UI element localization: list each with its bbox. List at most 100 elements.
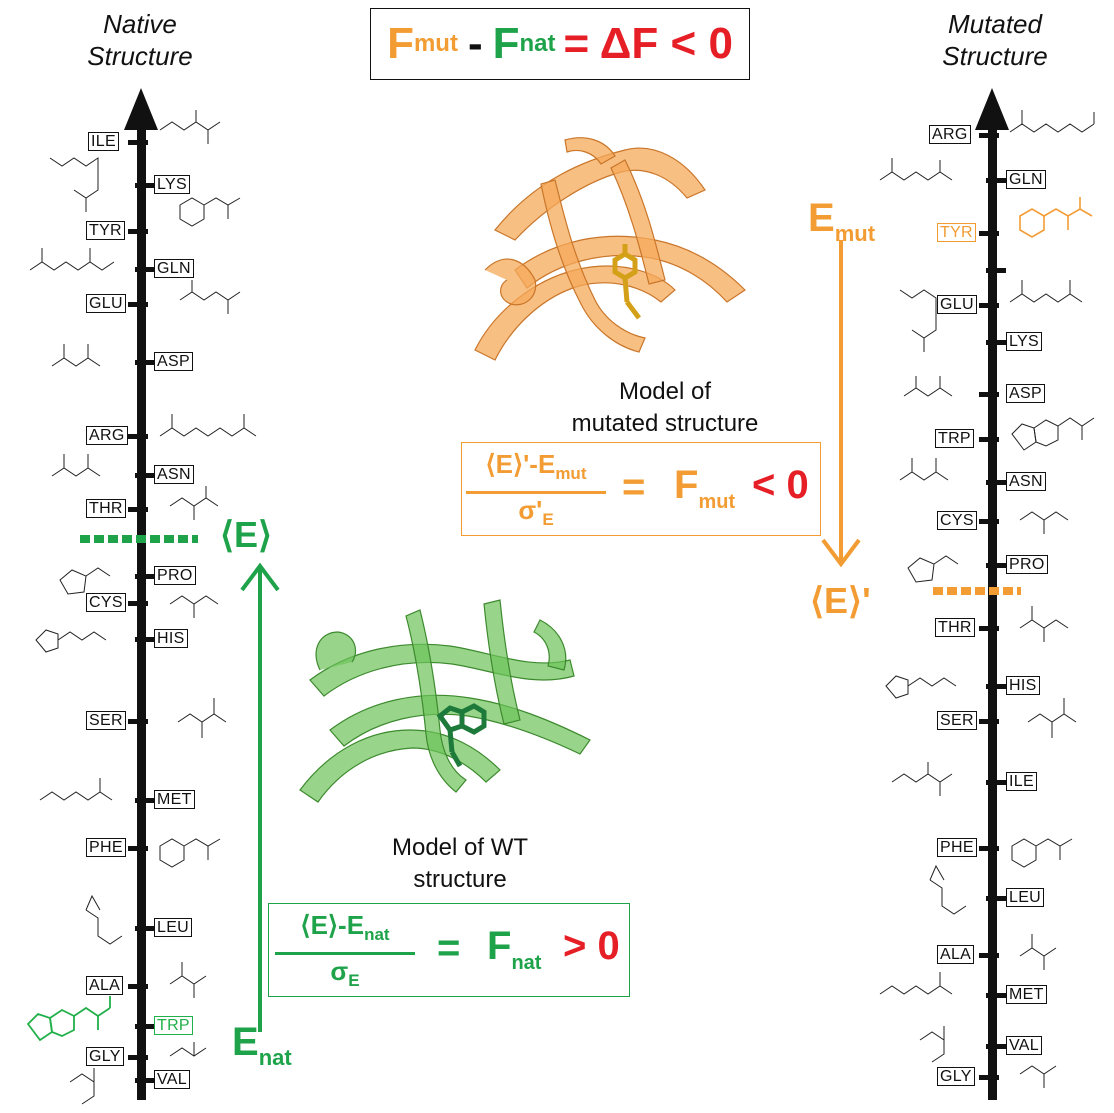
his-mut-structure-sketch (885, 675, 957, 699)
mutated-tick (979, 133, 999, 138)
tyr-structure-sketch (179, 197, 241, 227)
arg-structure-sketch (159, 414, 257, 437)
mut-formula-denominator-sub: E (542, 510, 554, 529)
e-nat-label: Enat (232, 1020, 292, 1071)
mutated-tick (979, 519, 999, 524)
mutated-caption-line1: Model of (618, 378, 712, 405)
native-tick (135, 926, 155, 931)
f-mut-subscript: mut (413, 30, 458, 57)
native-residue-cys: CYS (86, 593, 126, 612)
mutated-residue-tyr-highlighted: TYR (937, 223, 976, 242)
mutated-model-caption: Model of mutated structure (520, 376, 810, 440)
gln-structure-sketch (29, 248, 115, 271)
ile-mut-structure-sketch (891, 762, 953, 796)
mutated-residue-asp: ASP (1006, 384, 1045, 403)
mut-formula-denominator: σ' (518, 495, 543, 525)
e-nat-subscript: nat (258, 1045, 292, 1070)
nat-formula-numerator-sub: nat (364, 925, 390, 944)
phe-mut-structure-sketch (1011, 838, 1073, 868)
tyr-sidechain-sticks (612, 244, 641, 320)
native-residue-his: HIS (154, 629, 188, 648)
pro-mut-structure-sketch (907, 555, 959, 583)
native-tick (128, 984, 148, 989)
wt-protein-model-image (299, 599, 591, 803)
mutated-tick (986, 268, 1006, 273)
e-mut-symbol: E (808, 196, 835, 240)
cys-mut-structure-sketch (1019, 511, 1069, 534)
mutated-mean-energy-dashed-line (933, 587, 1021, 595)
native-residue-ser: SER (86, 711, 126, 730)
nat-formula-denominator: σ (330, 956, 349, 986)
mutated-tick (986, 178, 1006, 183)
mutated-residue-arg: ARG (929, 125, 971, 144)
native-tick (128, 434, 148, 439)
mutated-energy-axis (988, 125, 997, 1100)
glu-mut-structure-sketch (1009, 280, 1083, 303)
native-tick (135, 267, 155, 272)
native-residue-trp-highlighted: TRP (154, 1016, 193, 1035)
native-tick (135, 473, 155, 478)
wt-caption-line2: structure (413, 866, 507, 893)
native-tick (135, 798, 155, 803)
mutated-residue-gly: GLY (937, 1067, 975, 1086)
tyr-mut-structure-sketch (1019, 197, 1093, 238)
native-residue-asn: ASN (154, 465, 194, 484)
gly-mut-structure-sketch (1019, 1065, 1057, 1088)
native-free-energy-formula: ⟨E⟩-Enat σE = Fnat > 0 (268, 903, 630, 997)
asn-mut-structure-sketch (899, 458, 949, 481)
lys-structure-sketch (49, 157, 99, 212)
mutated-tick (979, 626, 999, 631)
mut-formula-result-symbol: F (674, 463, 699, 507)
mutated-tick (986, 896, 1006, 901)
mutated-tick (986, 993, 1006, 998)
mutated-tick (986, 1044, 1006, 1049)
mut-formula-numerator-sub: mut (555, 464, 587, 483)
mutated-residue-lys: LYS (1006, 332, 1042, 351)
trp-sidechain-sticks (436, 703, 487, 768)
native-residue-gln: GLN (154, 259, 194, 278)
mut-formula-fraction: ⟨E⟩'-Emut σ'E (466, 449, 606, 536)
mutated-residue-ala: ALA (937, 945, 975, 964)
val-structure-sketch (69, 1068, 95, 1105)
native-energy-axis (137, 125, 146, 1100)
mutated-tick (979, 1075, 999, 1080)
native-residue-ala: ALA (86, 976, 124, 995)
mutated-tick (979, 846, 999, 851)
native-residue-tyr: TYR (86, 221, 125, 240)
nat-formula-inequality: > 0 (563, 924, 620, 968)
native-residue-val: VAL (154, 1070, 190, 1089)
mutated-residue-pro: PRO (1006, 555, 1048, 574)
wt-caption-line1: Model of WT (391, 834, 529, 861)
asn-structure-sketch (51, 454, 101, 477)
native-title-line2: Structure (87, 41, 193, 71)
glu-structure-sketch (179, 280, 241, 314)
native-tick (128, 601, 148, 606)
nat-formula-result: Fnat (487, 924, 541, 975)
val-mut-structure-sketch (919, 1026, 945, 1063)
mut-formula-result: Fmut (674, 463, 735, 514)
mutated-residue-his: HIS (1006, 676, 1040, 695)
mutated-mean-energy-label: ⟨E⟩' (810, 580, 871, 621)
asp-structure-sketch (51, 344, 101, 367)
nat-formula-equals: = (437, 926, 461, 970)
mut-formula-result-sub: mut (698, 491, 736, 513)
native-residue-arg: ARG (86, 426, 128, 445)
native-tick (135, 183, 155, 188)
delta-f-less-than-zero: = ΔF < 0 (563, 19, 733, 68)
native-tick (128, 140, 148, 145)
mut-formula-equals: = (622, 465, 646, 509)
gly-structure-sketch (169, 1042, 207, 1057)
native-energy-arrow (240, 562, 280, 1032)
mutated-residue-leu: LEU (1006, 888, 1045, 907)
ser-mut-structure-sketch (1027, 698, 1077, 738)
mutated-tick (986, 684, 1006, 689)
native-title-line1: Native (103, 9, 177, 39)
nat-formula-result-sub: nat (511, 952, 542, 974)
native-residue-thr: THR (86, 499, 126, 518)
mutated-tick (979, 953, 999, 958)
mutated-tick (979, 437, 999, 442)
leu-mut-structure-sketch (929, 864, 967, 915)
nat-formula-result-symbol: F (487, 924, 512, 968)
native-tick (128, 1055, 148, 1060)
